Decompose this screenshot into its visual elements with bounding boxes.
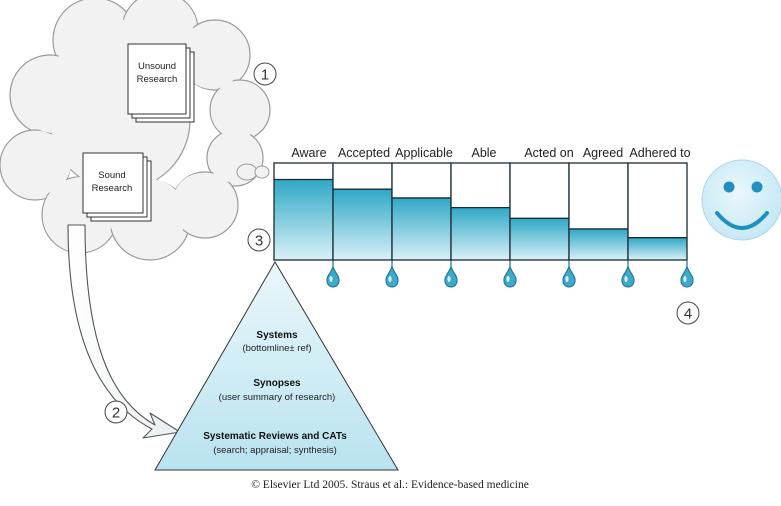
droplet-highlight-5 [565,276,569,282]
step-number-4: 4 [676,301,700,325]
smiley-mouth [715,211,769,230]
droplet-highlight-1 [329,276,333,282]
droplet-icon-4 [503,265,517,288]
stage-label-7: Adhered to [629,146,690,160]
step-number-3-text: 3 [255,233,263,250]
stage-fill-2 [333,189,392,260]
stage-label-3: Applicable [395,146,453,160]
stage-label-1: Aware [291,146,326,160]
smiley-face-icon [701,159,781,241]
droplet-highlight-4 [506,276,510,282]
stage-label-6: Agreed [583,146,623,160]
droplet-icon-5 [562,265,576,288]
pyramid-systems-title: Systems [256,330,298,341]
stage-fill-3 [392,197,451,260]
pyramid-reviews-subtitle: (search; appraisal; synthesis) [213,445,337,456]
evidence-pyramid: Systems (bottomline± ref) Synopses (user… [154,261,399,471]
copyright-caption: © Elsevier Ltd 2005. Straus et al.: Evid… [251,479,529,491]
stage-label-2: Accepted [338,146,390,160]
droplet-icon-6 [621,265,635,288]
droplet-highlight-3 [447,276,451,282]
step-number-4-text: 4 [684,306,692,323]
sound-label-line2: Research [92,183,133,194]
droplet-highlight-2 [388,276,392,282]
stage-fill-1 [274,179,333,260]
stage-label-4: Able [471,146,496,160]
step-number-2-text: 2 [112,405,120,422]
droplet-icon-3 [444,265,458,288]
droplet-icon-1 [326,265,340,288]
droplet-highlight-6 [624,276,628,282]
adherence-stages: Aware Accepted Applicable Able Acted on Agree… [273,146,694,288]
unsound-research-document: Unsound Research [127,43,195,123]
step-number-3: 3 [247,228,271,252]
stage-label-5: Acted on [524,146,573,160]
droplet-highlight-7 [683,276,687,282]
pyramid-systems-subtitle: (bottomline± ref) [242,343,311,354]
unsound-label-line2: Research [137,74,178,85]
pyramid-synopses-title: Synopses [253,378,301,389]
sound-label-line1: Sound [98,170,125,181]
stage-fill-4 [451,207,510,260]
smiley-left-eye [723,181,735,193]
stage-fill-7 [628,237,687,260]
stage-fill-5 [510,218,569,260]
droplet-icon-7 [680,265,694,288]
step-number-1-text: 1 [261,67,269,84]
step-number-1: 1 [253,62,277,86]
stage-fill-6 [569,228,628,260]
sound-research-document: Sound Research [82,152,152,222]
step-number-2: 2 [104,400,128,424]
smiley-right-eye [751,181,763,193]
unsound-label-line1: Unsound [138,61,176,72]
pyramid-reviews-title: Systematic Reviews and CATs [203,431,347,442]
droplet-icon-2 [385,265,399,288]
stage-outline-7 [627,162,688,261]
pyramid-synopses-subtitle: (user summary of research) [219,392,336,403]
sound-research-arrow [67,224,181,439]
